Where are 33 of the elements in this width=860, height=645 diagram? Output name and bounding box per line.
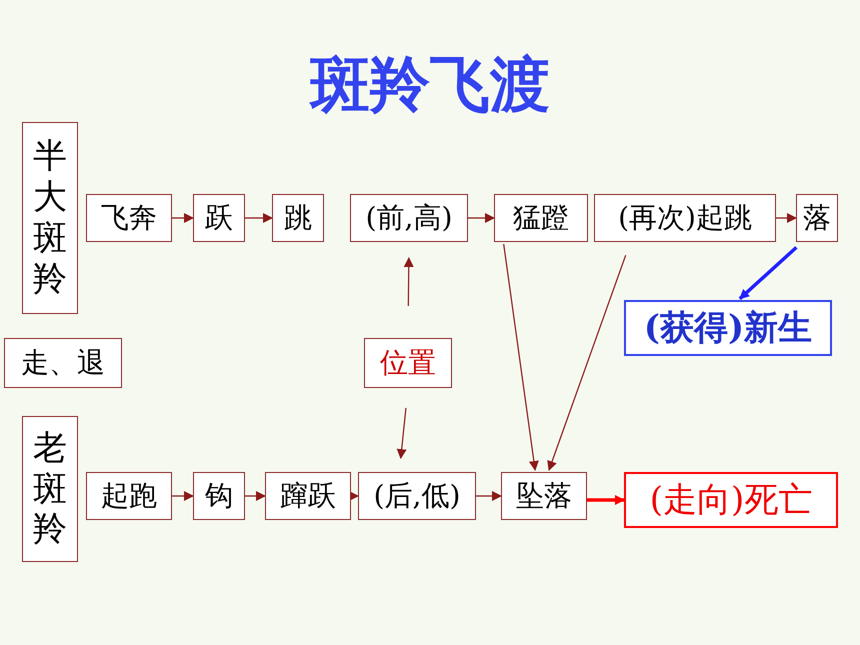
arrow [172, 213, 194, 223]
text-box: 跳 [272, 194, 324, 242]
text-box: 钩 [193, 472, 245, 520]
arrow [349, 491, 359, 501]
arrow [503, 244, 539, 471]
arrow [776, 213, 797, 223]
text-box: 落 [796, 194, 838, 242]
text-box: 猛蹬 [494, 194, 588, 242]
text-box: (获得)新生 [624, 300, 832, 356]
arrow [587, 495, 625, 505]
title: 斑羚飞渡 [308, 49, 551, 122]
text-box: 跃 [193, 194, 245, 242]
arrow [476, 491, 502, 501]
arrow [738, 246, 798, 300]
vertical-label-box: 老斑羚 [22, 416, 78, 562]
vertical-label-box: 半大斑羚 [22, 122, 78, 314]
arrow [404, 257, 414, 306]
text-box: 位置 [364, 338, 452, 388]
text-box: (走向)死亡 [624, 472, 838, 528]
text-box: (后,低) [358, 472, 476, 520]
text-box: 走、退 [4, 338, 122, 388]
arrow [468, 213, 495, 223]
text-box: (前,高) [350, 194, 468, 242]
arrow [547, 254, 626, 472]
text-box: 坠落 [501, 472, 587, 520]
arrow [172, 491, 194, 501]
arrow [245, 491, 266, 501]
text-box: 飞奔 [86, 194, 172, 242]
arrow [245, 213, 273, 223]
text-box: (再次)起跳 [594, 194, 776, 242]
text-box: 蹿跃 [265, 472, 351, 520]
arrow [396, 408, 407, 460]
text-box: 起跑 [86, 472, 172, 520]
